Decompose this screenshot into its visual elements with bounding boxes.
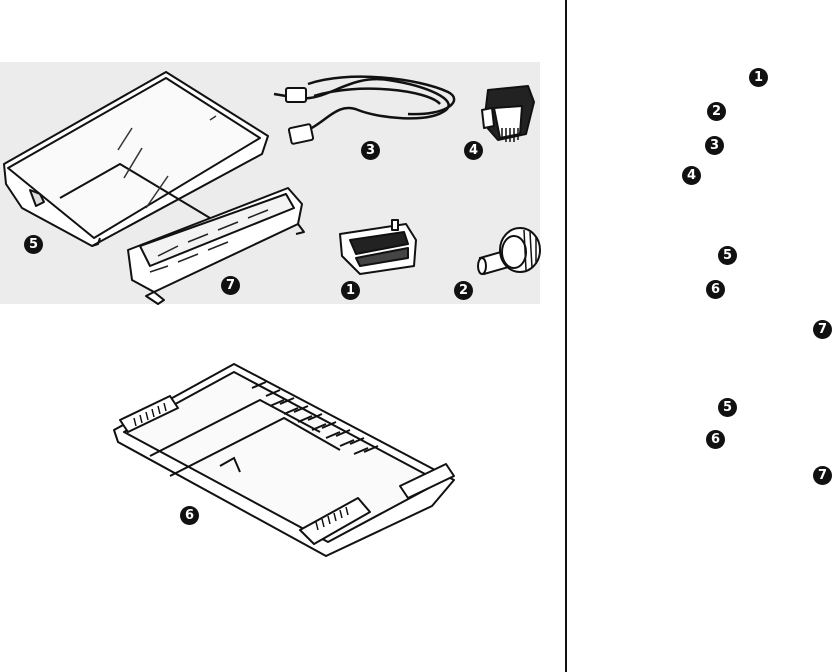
- right-callout-5b: 5: [718, 398, 737, 417]
- callout-printhead-badge: 4: [464, 141, 483, 160]
- right-callout-7: 7: [813, 320, 832, 339]
- right-callout-6: 6: [706, 280, 725, 299]
- platen-knob-illustration: [474, 222, 544, 284]
- power-cord-illustration: [268, 70, 468, 152]
- callout-platen-knob-badge: 2: [454, 281, 473, 300]
- right-callout-6b: 6: [706, 430, 725, 449]
- tractor-unit-illustration: [118, 180, 308, 306]
- right-callout-7b: 7: [813, 466, 832, 485]
- right-callout-3: 3: [705, 136, 724, 155]
- right-callout-4: 4: [682, 166, 701, 185]
- paper-separator-illustration: [110, 360, 460, 556]
- right-callout-5: 5: [718, 246, 737, 265]
- right-callout-2: 2: [707, 102, 726, 121]
- callout-power-cord-badge: 3: [361, 141, 380, 160]
- ribbon-cartridge-illustration: [334, 212, 430, 278]
- callout-ribbon-badge: 1: [341, 281, 360, 300]
- right-callout-1: 1: [749, 68, 768, 87]
- callout-tractor-badge: 7: [221, 276, 240, 295]
- callout-paper-separator-badge: 6: [180, 506, 199, 525]
- column-divider: [565, 0, 567, 672]
- callout-cover-badge: 5: [24, 235, 43, 254]
